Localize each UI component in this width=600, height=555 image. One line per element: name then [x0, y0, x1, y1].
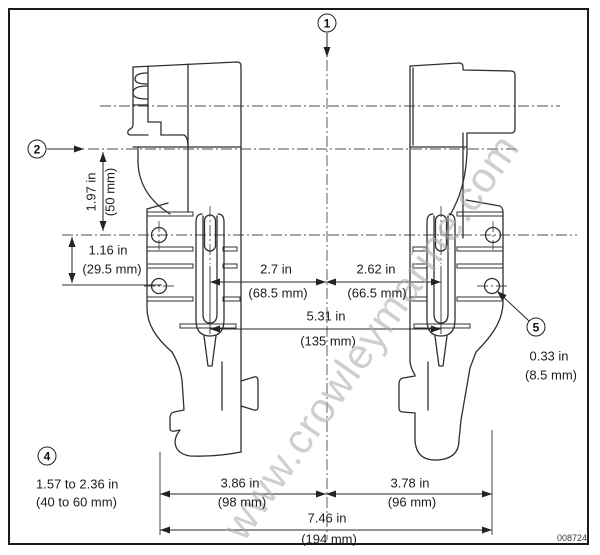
dim-transom-thickness-in: 1.57 to 2.36 in	[36, 476, 119, 492]
left-bracket-drawing	[127, 61, 259, 457]
callout-leaders	[47, 33, 530, 322]
callout-1: 1	[317, 13, 337, 33]
dim-center-to-left-edge-in: 3.86 in	[220, 475, 260, 491]
dim-transom-thickness-mm: (40 to 60 mm)	[36, 494, 117, 510]
callout-5: 5	[526, 317, 546, 337]
dim-center-to-right-screw-mm: (66.5 mm)	[347, 285, 407, 301]
right-bracket-drawing	[398, 62, 516, 461]
dim-left-screw-to-center-mm: (68.5 mm)	[248, 285, 308, 301]
drawing-border	[8, 8, 589, 545]
dim-bracket-height-mm: (29.5 mm)	[82, 261, 142, 277]
dim-clamp-height-mm: (50 mm)	[102, 167, 118, 217]
callout-4: 4	[37, 446, 57, 466]
dim-overall-width-mm: (194 mm)	[301, 531, 357, 547]
dim-hole-diameter-in: 0.33 in	[529, 348, 569, 364]
dim-hole-diameter-mm: (8.5 mm)	[525, 367, 577, 383]
extension-lines	[62, 266, 493, 535]
dim-overall-width-in: 7.46 in	[307, 510, 347, 526]
dim-screw-spacing-in: 5.31 in	[306, 308, 346, 324]
dim-clamp-height-in: 1.97 in	[83, 172, 99, 212]
dim-center-to-right-edge-in: 3.78 in	[390, 475, 430, 491]
dim-left-screw-to-center-in: 2.7 in	[260, 261, 292, 277]
dim-bracket-height-in: 1.16 in	[88, 242, 128, 258]
dimension-lines	[68, 152, 492, 534]
figure-number: 008724	[556, 533, 587, 543]
dim-screw-spacing-mm: (135 mm)	[300, 333, 356, 349]
dim-center-to-right-screw-in: 2.62 in	[356, 261, 396, 277]
callout-2: 2	[27, 139, 47, 159]
dim-center-to-left-edge-mm: (98 mm)	[217, 494, 267, 510]
dim-center-to-right-edge-mm: (96 mm)	[387, 494, 437, 510]
centerlines	[62, 60, 577, 540]
